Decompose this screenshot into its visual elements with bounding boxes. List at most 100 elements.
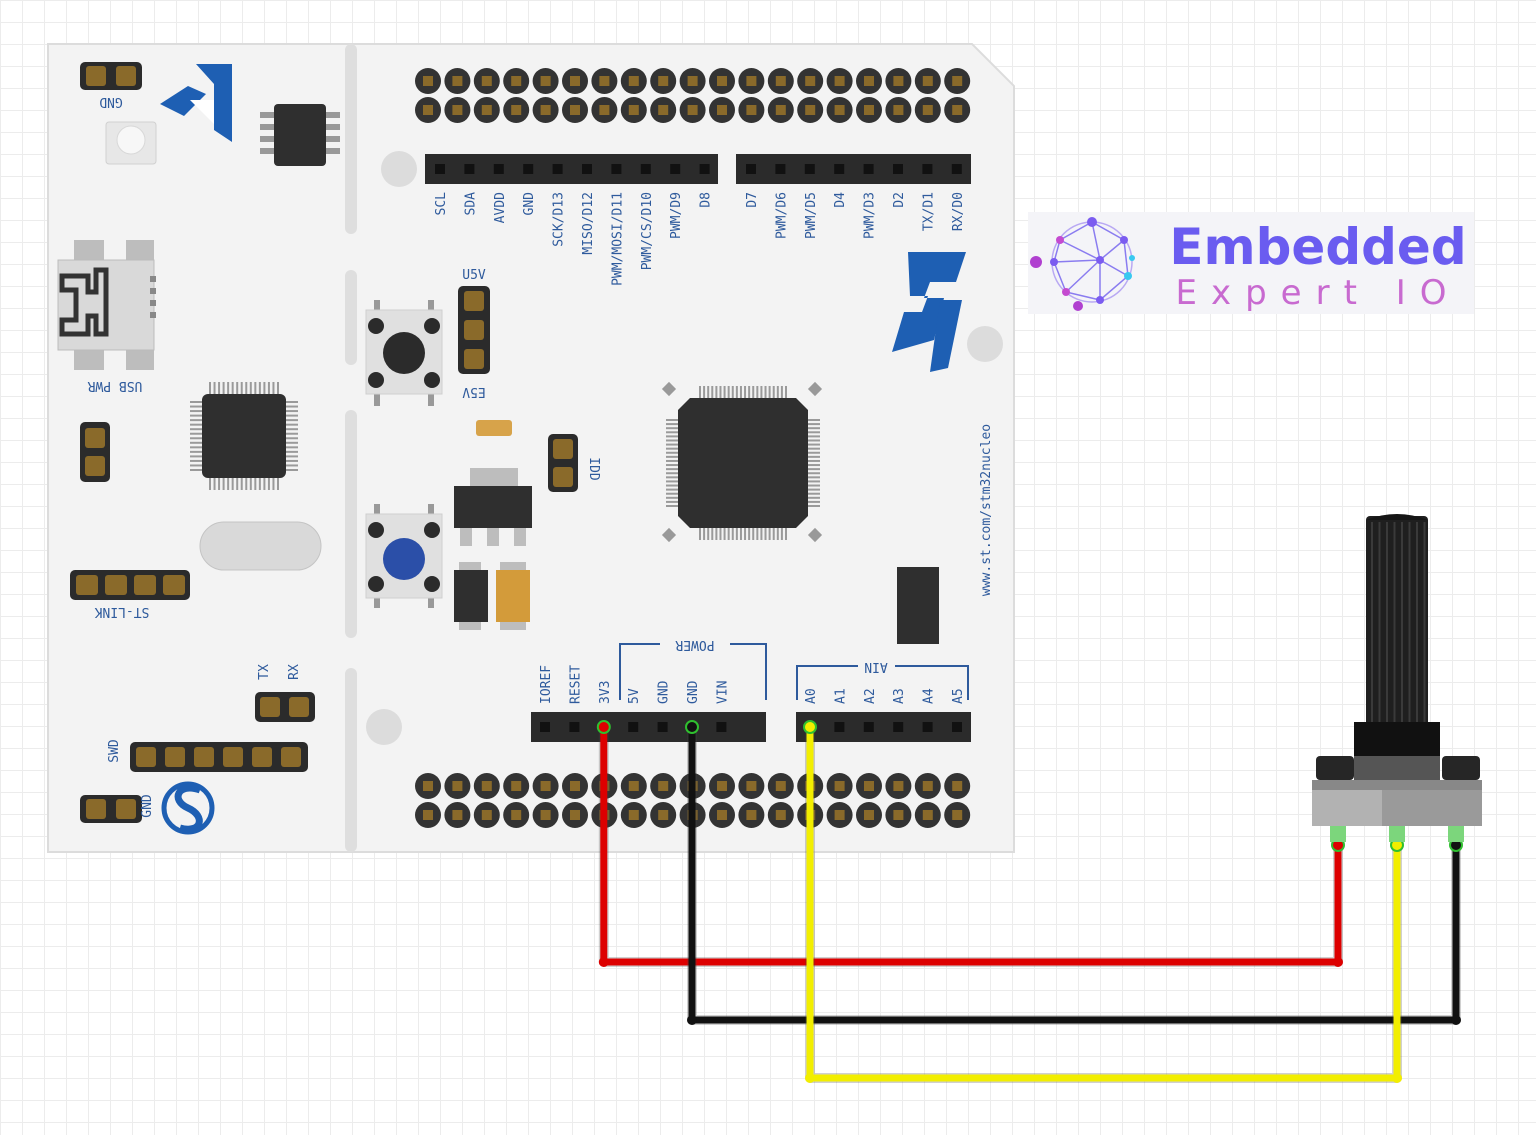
st-link-header xyxy=(70,570,190,600)
reset-button[interactable] xyxy=(365,300,443,406)
tx-rx-header xyxy=(255,692,315,722)
header-pin[interactable] xyxy=(952,722,962,732)
pin-label: A0 xyxy=(804,688,819,704)
tantalum-capacitor xyxy=(496,562,530,630)
mounting-hole xyxy=(381,151,417,187)
swd-label: SWD xyxy=(107,739,122,763)
header-pin[interactable] xyxy=(611,164,622,174)
potentiometer[interactable] xyxy=(1312,514,1482,842)
arduino-header-digital-right xyxy=(736,154,971,184)
pin-label: PWM/MOSI/D11 xyxy=(610,192,625,286)
arduino-header-analog xyxy=(796,712,971,742)
pin-label: A4 xyxy=(922,688,937,704)
header-pin[interactable] xyxy=(716,722,727,732)
pin-label: TX/D1 xyxy=(921,192,936,231)
morpho-header-top xyxy=(415,68,971,123)
pin-label: GND xyxy=(657,680,672,704)
header-pin[interactable] xyxy=(922,164,933,174)
gnd-bottom-label: GND xyxy=(140,794,155,818)
wire-a0[interactable] xyxy=(806,727,1401,1082)
nucleo-board xyxy=(47,43,1015,853)
pin-label: SCK/D13 xyxy=(552,192,567,247)
idd-jumper xyxy=(548,434,578,492)
logo-subtitle: Expert IO xyxy=(1175,273,1460,313)
pin-label: 5V xyxy=(627,688,642,704)
smd-component xyxy=(897,567,939,644)
header-pin[interactable] xyxy=(863,722,874,732)
tx-label: TX xyxy=(257,664,272,680)
pin-label: A1 xyxy=(833,688,848,704)
wire-gnd[interactable] xyxy=(688,727,1460,1024)
header-pin[interactable] xyxy=(699,164,710,174)
wire-3v3[interactable] xyxy=(600,727,1342,966)
wire-endpoint xyxy=(685,720,699,734)
gnd-jumper-top xyxy=(80,62,142,90)
header-pin[interactable] xyxy=(922,722,933,732)
header-pin[interactable] xyxy=(893,722,904,732)
e5v-label: E5V xyxy=(462,384,486,399)
pin-label: IOREF xyxy=(539,665,554,704)
header-pin[interactable] xyxy=(863,164,874,174)
power-label: POWER xyxy=(675,637,714,652)
pin-label: PWM/D3 xyxy=(863,192,878,239)
diode xyxy=(454,562,488,630)
arduino-header-digital-left xyxy=(425,154,718,184)
power-bracket xyxy=(619,643,767,700)
pin-label: PWM/D9 xyxy=(669,192,684,239)
header-pin[interactable] xyxy=(951,164,962,174)
header-pin[interactable] xyxy=(540,722,550,732)
mbed-logo-icon xyxy=(161,781,215,835)
header-pin[interactable] xyxy=(657,722,668,732)
header-pin[interactable] xyxy=(523,164,534,174)
header-pin[interactable] xyxy=(775,164,786,174)
embedded-expert-logo: Embedded Expert IO xyxy=(1028,212,1474,314)
pin-label: RX/D0 xyxy=(951,192,966,231)
header-pin[interactable] xyxy=(493,164,504,174)
wire-endpoint xyxy=(803,720,817,734)
gnd-top-label: GND xyxy=(99,94,123,109)
header-pin[interactable] xyxy=(893,164,903,174)
header-pin[interactable] xyxy=(628,722,639,732)
pin-label: MISO/D12 xyxy=(581,192,596,255)
ain-label: AIN xyxy=(864,659,887,674)
header-pin[interactable] xyxy=(834,164,845,174)
gnd-jumper-bottom xyxy=(80,795,142,823)
eeprom-chip xyxy=(260,104,340,166)
header-pin[interactable] xyxy=(582,164,592,174)
header-pin[interactable] xyxy=(569,722,580,732)
header-pin[interactable] xyxy=(640,164,651,174)
pin-label: VIN xyxy=(715,681,730,704)
stlink-mcu-chip xyxy=(190,382,298,490)
pin-label: GND xyxy=(522,192,537,216)
pin-label: SCL xyxy=(434,192,449,216)
main-mcu-chip xyxy=(661,381,823,543)
header-pin[interactable] xyxy=(435,164,445,174)
pin-label: PWM/CS/D10 xyxy=(640,192,655,270)
pin-label: A3 xyxy=(892,688,907,704)
network-nodes xyxy=(1030,217,1135,311)
pin-label: 3V3 xyxy=(598,681,613,704)
mounting-hole xyxy=(366,709,402,745)
voltage-regulator xyxy=(454,468,532,546)
pin-label: PWM/D5 xyxy=(804,192,819,239)
user-button[interactable] xyxy=(365,504,443,608)
st-link-label: ST-LINK xyxy=(94,604,149,619)
usb-connector[interactable] xyxy=(57,240,156,370)
st-logo-icon xyxy=(160,64,232,142)
header-pin[interactable] xyxy=(464,164,475,174)
header-pin[interactable] xyxy=(804,164,815,174)
idd-label: IDD xyxy=(586,457,601,481)
header-pin[interactable] xyxy=(552,164,563,174)
usb-pwr-label: USB PWR xyxy=(87,378,142,393)
pin-label: AVDD xyxy=(493,192,508,223)
jumper-2pin xyxy=(80,422,110,482)
pin-label: SDA xyxy=(463,192,478,216)
board-url: www.st.com/stm32nucleo xyxy=(979,424,994,596)
header-pin[interactable] xyxy=(670,164,681,174)
ain-bracket xyxy=(796,665,969,700)
header-pin[interactable] xyxy=(746,164,756,174)
wire-endpoint xyxy=(596,720,611,734)
pin-label: GND xyxy=(686,680,701,704)
header-pin[interactable] xyxy=(834,722,845,732)
